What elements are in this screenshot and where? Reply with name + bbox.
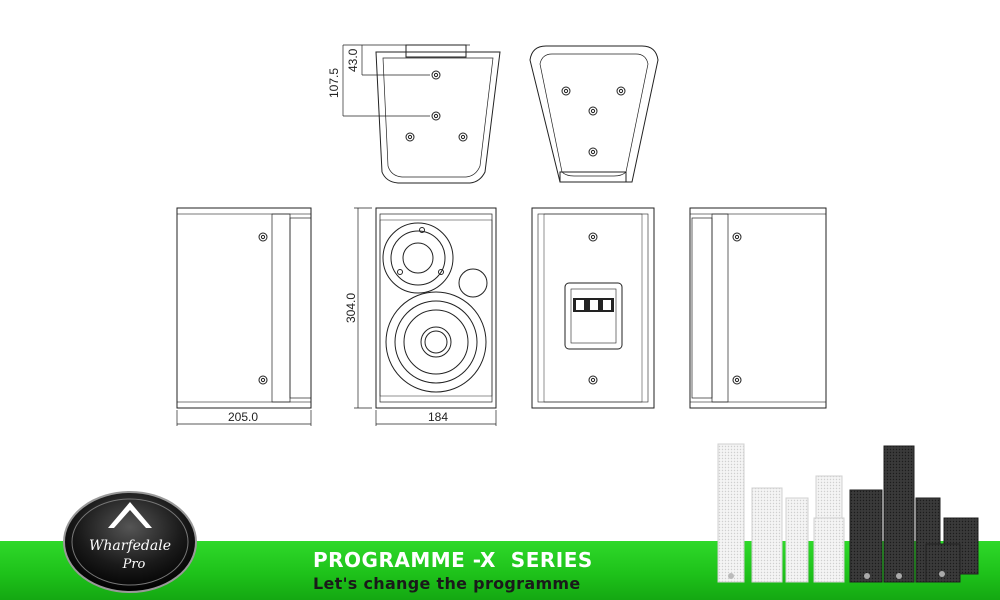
wharfedale-pro-logo: Wharfedale Pro (63, 491, 197, 593)
dim-top-inner: 43.0 (346, 48, 360, 72)
front-view (354, 207, 497, 426)
dim-front-height: 304.0 (344, 293, 358, 323)
logo-wordmark: Wharfedale (89, 538, 171, 554)
dim-top-outer: 107.5 (327, 68, 341, 98)
dim-side-depth: 205.0 (228, 410, 258, 424)
logo-pro: Pro (122, 557, 146, 572)
side-view-right (689, 207, 827, 409)
top-view-dimensioned (342, 44, 501, 184)
product-lineup-image (717, 443, 979, 583)
rear-view (531, 207, 655, 409)
top-view-back (529, 45, 659, 183)
dim-front-width: 184 (428, 410, 448, 424)
series-tagline: Let's change the programme (313, 574, 581, 593)
side-view-left (176, 207, 312, 426)
series-title: PROGRAMME -X SERIES (313, 548, 593, 572)
